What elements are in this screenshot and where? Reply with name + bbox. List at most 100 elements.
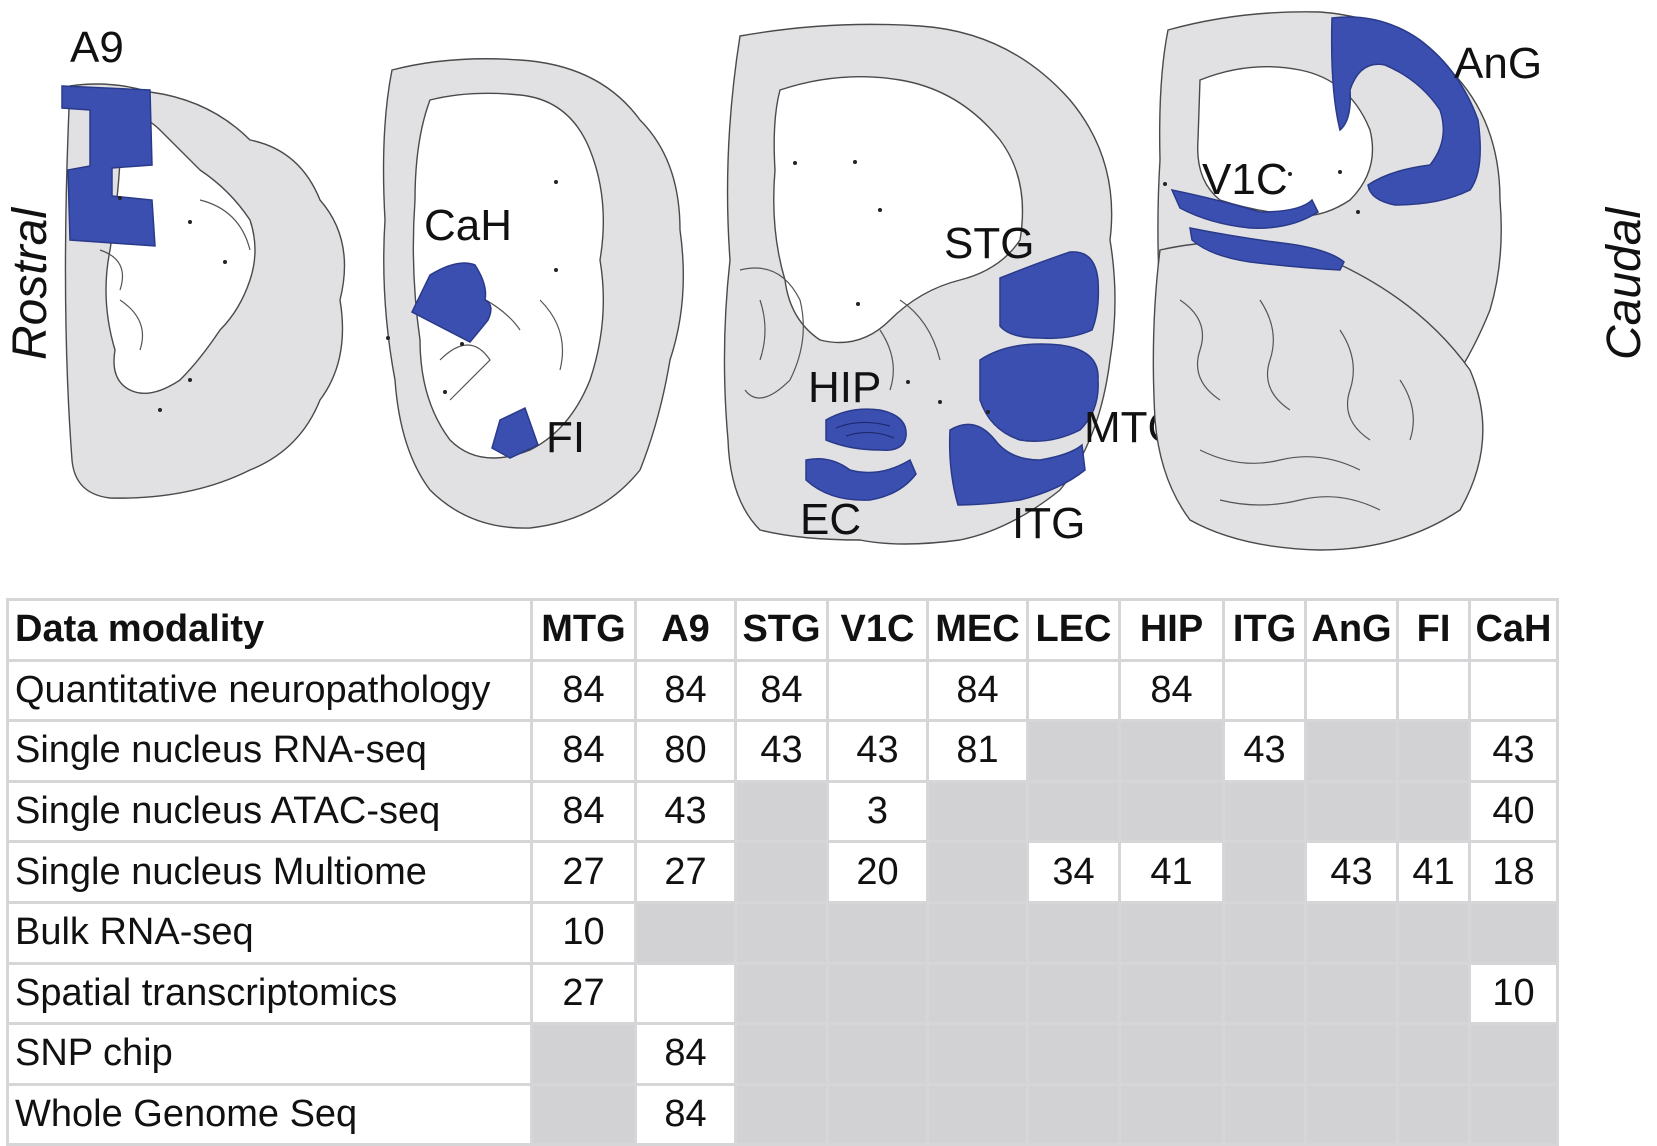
table-cell xyxy=(1118,1022,1225,1086)
row-label: SNP chip xyxy=(6,1022,533,1086)
table-cell xyxy=(926,961,1029,1026)
table-cell: 18 xyxy=(1468,840,1559,904)
table-cell: 40 xyxy=(1468,779,1559,844)
table-cell xyxy=(530,1082,637,1146)
brain-section-caudal xyxy=(1152,11,1502,551)
table-cell xyxy=(1468,658,1559,723)
rostral-label: Rostral xyxy=(4,207,57,360)
ec-label: EC xyxy=(800,495,861,544)
row-label: Single nucleus RNA-seq xyxy=(6,719,533,783)
table-cell xyxy=(734,900,829,965)
table-cell xyxy=(1468,1082,1559,1146)
header-v1c: V1C xyxy=(826,598,929,662)
table-cell: 43 xyxy=(1468,719,1559,783)
table-cell xyxy=(1396,658,1471,723)
header-stg: STG xyxy=(734,598,829,662)
table-cell xyxy=(1118,719,1225,783)
header-fi: FI xyxy=(1396,598,1471,662)
table-cell: 84 xyxy=(926,658,1029,723)
table-cell: 3 xyxy=(826,779,929,844)
table-row: Whole Genome Seq 84 xyxy=(6,1082,1559,1146)
header-itg: ITG xyxy=(1222,598,1307,662)
table-cell: 27 xyxy=(530,840,637,904)
table-cell: 10 xyxy=(530,900,637,965)
table-cell xyxy=(926,840,1029,904)
table-cell xyxy=(1118,900,1225,965)
table-cell: 27 xyxy=(530,961,637,1026)
table-cell xyxy=(1396,900,1471,965)
header-mec: MEC xyxy=(926,598,1029,662)
table-cell: 43 xyxy=(1222,719,1307,783)
table-cell: 84 xyxy=(634,1082,737,1146)
table-cell: 20 xyxy=(826,840,929,904)
table-cell xyxy=(1222,900,1307,965)
v1c-label: V1C xyxy=(1202,155,1288,204)
itg-region xyxy=(948,423,1086,506)
table-cell: 81 xyxy=(926,719,1029,783)
brain-section-3 xyxy=(723,23,1116,545)
table-cell: 84 xyxy=(1118,658,1225,723)
table-cell xyxy=(734,1022,829,1086)
table-cell xyxy=(1396,1082,1471,1146)
header-lec: LEC xyxy=(1026,598,1121,662)
header-cah: CaH xyxy=(1468,598,1559,662)
row-label: Quantitative neuropathology xyxy=(6,658,533,723)
hip-label: HIP xyxy=(808,363,881,412)
table-cell: 10 xyxy=(1468,961,1559,1026)
table-cell xyxy=(1304,900,1399,965)
a9-region xyxy=(61,85,156,247)
table-cell: 80 xyxy=(634,719,737,783)
table-cell xyxy=(1396,1022,1471,1086)
cah-region xyxy=(411,262,492,343)
row-label: Bulk RNA-seq xyxy=(6,900,533,965)
table-cell: 27 xyxy=(634,840,737,904)
table-cell: 43 xyxy=(1304,840,1399,904)
table-cell: 84 xyxy=(530,658,637,723)
hip-region xyxy=(825,408,907,451)
fi-region xyxy=(491,406,539,459)
table-cell xyxy=(826,900,929,965)
table-cell: 41 xyxy=(1396,840,1471,904)
table-cell xyxy=(826,961,929,1026)
table-row: SNP chip 84 xyxy=(6,1022,1559,1086)
table-cell xyxy=(734,961,829,1026)
table-cell xyxy=(1026,961,1121,1026)
row-label: Single nucleus Multiome xyxy=(6,840,533,904)
caudal-label: Caudal xyxy=(1598,207,1651,360)
cah-label: CaH xyxy=(424,201,512,250)
ang-region xyxy=(1330,16,1481,206)
table-cell xyxy=(1222,1082,1307,1146)
table-cell xyxy=(926,900,1029,965)
row-label: Whole Genome Seq xyxy=(6,1082,533,1146)
itg-label: ITG xyxy=(1012,499,1085,548)
header-data-modality: Data modality xyxy=(6,598,533,662)
header-hip: HIP xyxy=(1118,598,1225,662)
ec-region xyxy=(805,458,917,501)
table-cell: 43 xyxy=(826,719,929,783)
table-cell xyxy=(826,1082,929,1146)
table-cell xyxy=(1118,779,1225,844)
table-cell xyxy=(734,840,829,904)
table-cell xyxy=(1118,961,1225,1026)
table-cell xyxy=(926,779,1029,844)
table-cell xyxy=(1304,719,1399,783)
table-cell xyxy=(1304,658,1399,723)
stg-region xyxy=(999,251,1100,340)
table-cell: 84 xyxy=(634,1022,737,1086)
ang-label: AnG xyxy=(1454,39,1542,88)
header-mtg: MTG xyxy=(530,598,637,662)
table-cell xyxy=(926,1082,1029,1146)
table-cell xyxy=(926,1022,1029,1086)
row-label: Single nucleus ATAC-seq xyxy=(6,779,533,844)
table-cell xyxy=(1118,1082,1225,1146)
table-cell: 84 xyxy=(530,719,637,783)
table-cell: 34 xyxy=(1026,840,1121,904)
table-cell xyxy=(1222,658,1307,723)
brain-sections-diagram: Rostral Caudal A9 CaH FI STG HIP MTG EC … xyxy=(4,11,1651,551)
table-cell xyxy=(1304,1082,1399,1146)
table-cell xyxy=(1304,961,1399,1026)
